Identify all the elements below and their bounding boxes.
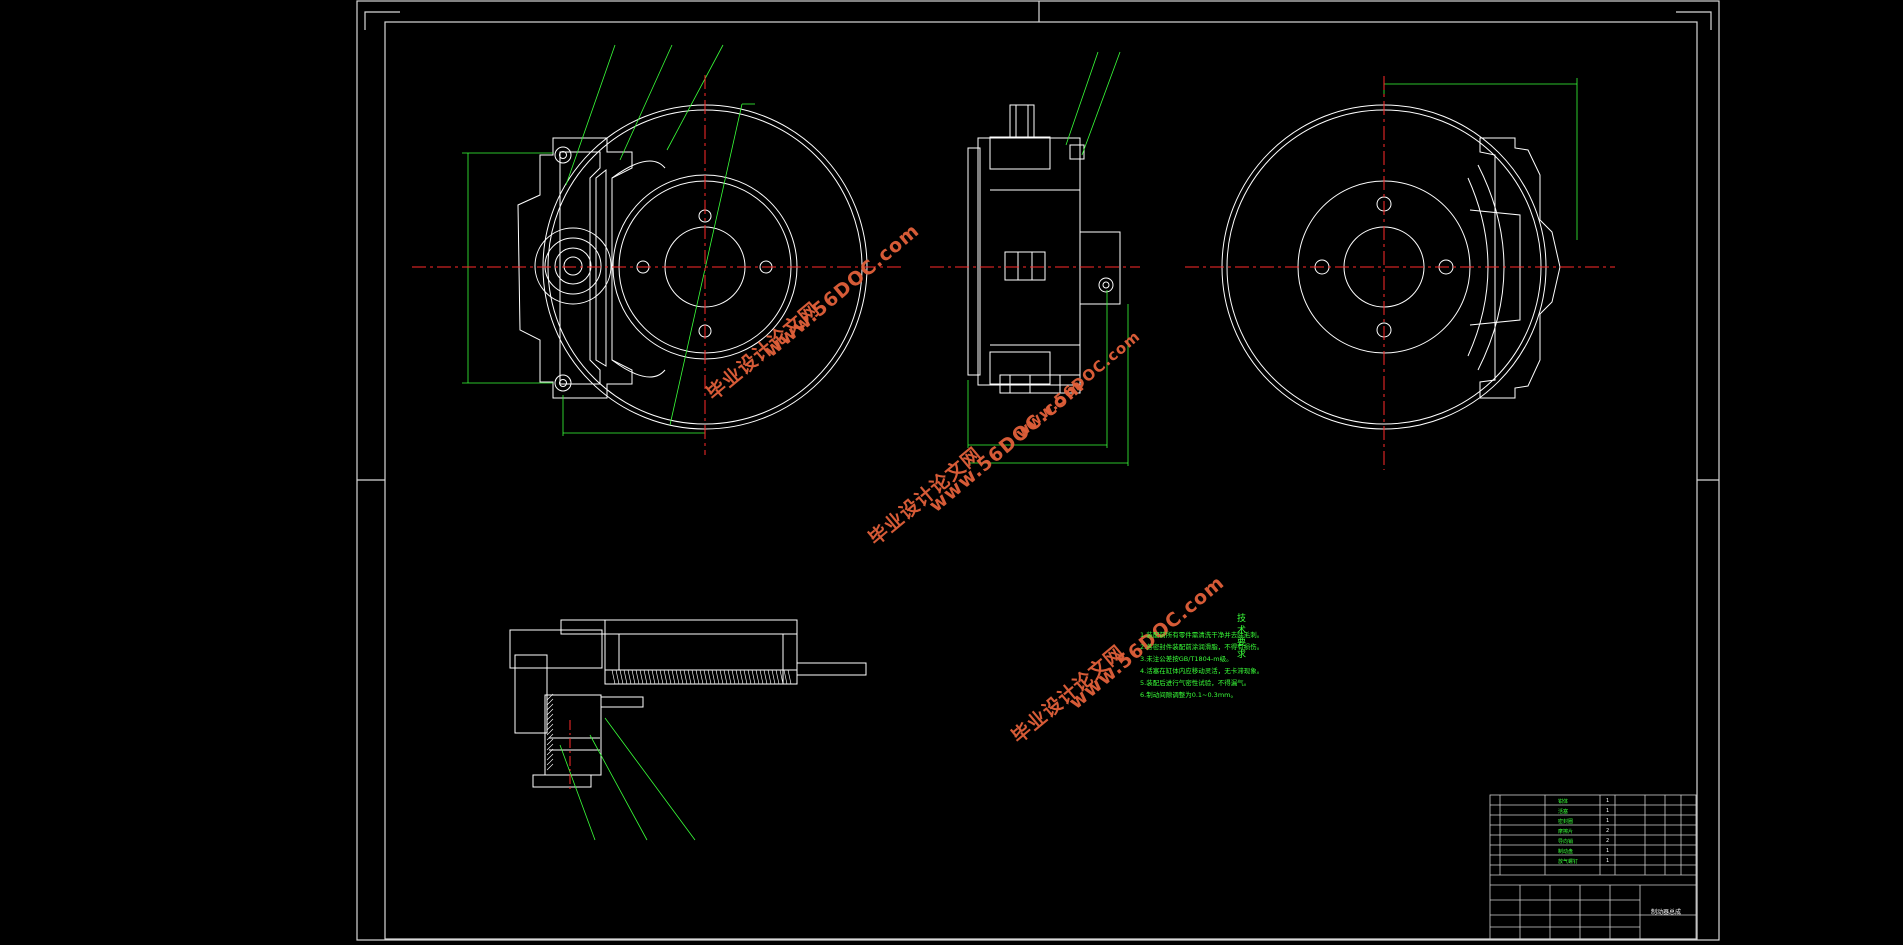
hatch-line <box>767 669 772 685</box>
hatch-line <box>695 669 700 685</box>
hatch-line <box>699 669 704 685</box>
hatch-line <box>675 669 680 685</box>
bom-part-name: 密封圈 <box>1558 819 1574 825</box>
hatch-line <box>546 763 554 771</box>
hatch-line <box>546 758 554 766</box>
hatch-line <box>775 669 780 685</box>
bom-part-qty: 1 <box>1606 858 1610 864</box>
side-view-dimensions <box>967 51 1129 466</box>
hatch-line <box>546 708 554 716</box>
hatch-line <box>723 669 728 685</box>
hatch-line <box>759 669 764 685</box>
bom-part-name: 放气螺钉 <box>1558 859 1579 865</box>
hatch-line <box>546 728 554 736</box>
hatch-line <box>659 669 664 685</box>
bom-part-qty: 1 <box>1606 808 1610 814</box>
rear-view-centerlines <box>1185 76 1615 470</box>
hatch-line <box>711 669 716 685</box>
hatch-line <box>623 669 628 685</box>
hatch-line <box>687 669 692 685</box>
hatch-line <box>627 669 632 685</box>
technical-note-line: 1.装配前所有零件需清洗干净并去除毛刺。 <box>1140 631 1264 639</box>
hatch-line <box>546 718 554 726</box>
hatch-line <box>783 669 788 685</box>
hatch-line <box>546 738 554 746</box>
technical-note-line: 3.未注公差按GB/T1804-m级。 <box>1140 655 1233 663</box>
sheet-border <box>356 0 1720 941</box>
hatch-line <box>731 669 736 685</box>
technical-note-line: 6.制动间隙调整为0.1~0.3mm。 <box>1140 691 1237 699</box>
bom-part-name: 钳体 <box>1558 799 1569 805</box>
hatch-line <box>651 669 656 685</box>
side-view-caliper <box>967 104 1121 394</box>
hatch-line <box>763 669 768 685</box>
bom-part-qty: 2 <box>1606 838 1610 844</box>
technical-note-line: 5.装配后进行气密性试验，不得漏气。 <box>1140 679 1251 687</box>
hatch-line <box>787 669 792 685</box>
hatch-line <box>663 669 668 685</box>
section-view <box>509 619 867 788</box>
hatch-line <box>771 669 776 685</box>
hatch-line <box>703 669 708 685</box>
hatch-line <box>643 669 648 685</box>
hatch-line <box>691 669 696 685</box>
front-view-dimensions <box>462 44 755 436</box>
hatch-line <box>679 669 684 685</box>
hatch-line <box>755 669 760 685</box>
hatch-line <box>546 743 554 751</box>
hatch-line <box>546 693 554 701</box>
technical-note-line: 2.各密封件装配前涂润滑脂，不得有损伤。 <box>1140 643 1264 651</box>
bom-part-name: 活塞 <box>1558 809 1569 815</box>
hatch-line <box>635 669 640 685</box>
hatch-line <box>546 698 554 706</box>
hatch-line <box>671 669 676 685</box>
hatch-line <box>546 733 554 741</box>
bom-part-qty: 2 <box>1606 828 1610 834</box>
bom-part-qty: 1 <box>1606 798 1610 804</box>
hatch-line <box>631 669 636 685</box>
rear-view-dimensions <box>1383 76 1578 240</box>
hatch-line <box>546 713 554 721</box>
section-view-hatching <box>546 669 792 771</box>
technical-notes-title: 技术要求 <box>1237 614 1250 660</box>
hatch-line <box>655 669 660 685</box>
hatch-line <box>546 723 554 731</box>
hatch-line <box>743 669 748 685</box>
hatch-line <box>546 753 554 761</box>
bom-part-qty: 1 <box>1606 818 1610 824</box>
hatch-line <box>611 669 616 685</box>
hatch-line <box>727 669 732 685</box>
hatch-line <box>719 669 724 685</box>
front-view-centerlines <box>412 75 905 455</box>
drawing-title: 制动器总成 <box>1651 909 1682 916</box>
bom-part-name: 制动盘 <box>1558 849 1574 855</box>
hatch-line <box>639 669 644 685</box>
hatch-line <box>735 669 740 685</box>
hatch-line <box>747 669 752 685</box>
hatch-line <box>546 748 554 756</box>
hatch-line <box>707 669 712 685</box>
hatch-line <box>739 669 744 685</box>
hatch-line <box>647 669 652 685</box>
hatch-line <box>715 669 720 685</box>
hatch-line <box>751 669 756 685</box>
bom-part-qty: 1 <box>1606 848 1610 854</box>
technical-note-line: 4.活塞在缸体内应移动灵活，无卡滞现象。 <box>1140 667 1264 675</box>
hatch-line <box>667 669 672 685</box>
hatch-line <box>615 669 620 685</box>
hatch-line <box>619 669 624 685</box>
hatch-line <box>779 669 784 685</box>
hatch-line <box>546 703 554 711</box>
section-view-leaders <box>559 717 696 841</box>
title-block <box>1489 794 1697 940</box>
hatch-line <box>683 669 688 685</box>
bom-part-name: 摩擦片 <box>1558 829 1574 835</box>
bom-part-name: 导向销 <box>1558 839 1574 845</box>
